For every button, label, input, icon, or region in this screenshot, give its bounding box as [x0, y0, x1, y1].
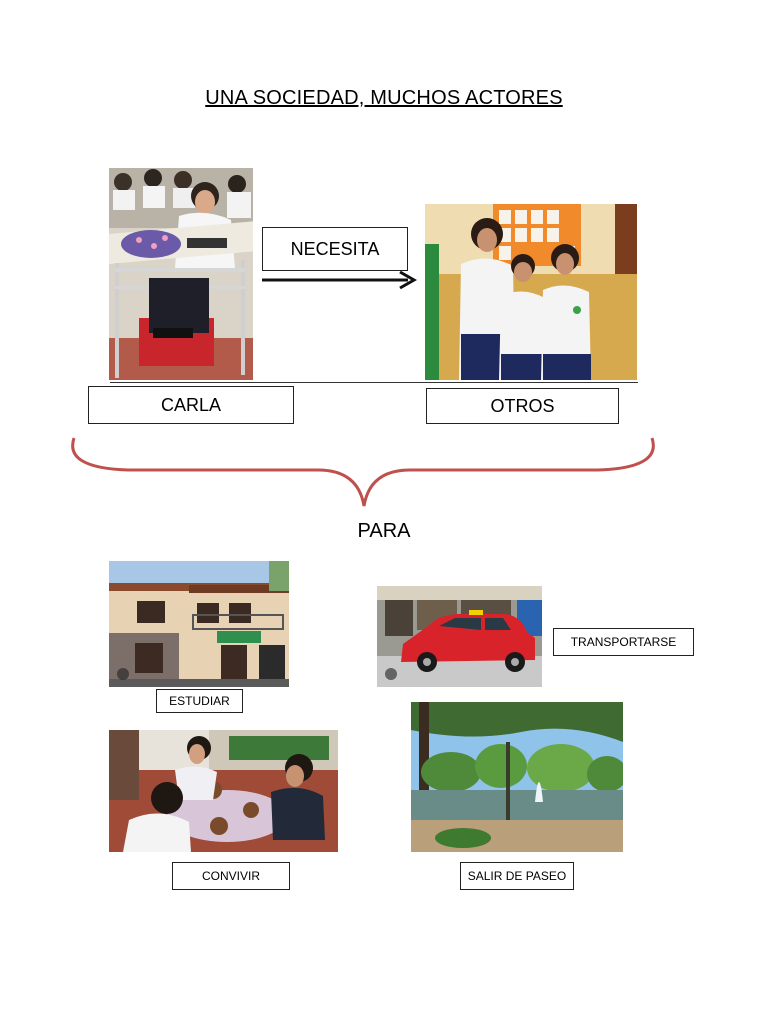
convivir-label: CONVIVIR — [201, 869, 260, 883]
transportarse-photo — [377, 586, 542, 687]
convivir-photo — [109, 730, 338, 852]
relation-label: NECESITA — [290, 238, 380, 259]
transportarse-label-box: TRANSPORTARSE — [553, 628, 694, 656]
carla-label-box: CARLA — [88, 386, 294, 424]
salir-label-box: SALIR DE PASEO — [460, 862, 574, 890]
carla-label: CARLA — [160, 394, 222, 415]
transportarse-label: TRANSPORTARSE — [570, 635, 677, 649]
curly-brace — [71, 437, 655, 507]
relation-label-box: NECESITA — [262, 227, 408, 271]
otros-label-box: OTROS — [426, 388, 619, 424]
baseline-divider — [110, 382, 638, 383]
otros-photo — [425, 204, 637, 380]
connector-label: PARA — [357, 520, 411, 542]
salir-photo — [411, 702, 623, 852]
estudiar-label: ESTUDIAR — [169, 694, 230, 708]
arrow-right-icon — [262, 270, 418, 290]
estudiar-label-box: ESTUDIAR — [156, 689, 243, 713]
otros-label: OTROS — [490, 395, 555, 416]
salir-label: SALIR DE PASEO — [467, 869, 567, 883]
carla-photo — [109, 168, 253, 380]
page-title: UNA SOCIEDAD, MUCHOS ACTORES — [205, 87, 563, 109]
convivir-label-box: CONVIVIR — [172, 862, 290, 890]
estudiar-photo — [109, 561, 289, 687]
